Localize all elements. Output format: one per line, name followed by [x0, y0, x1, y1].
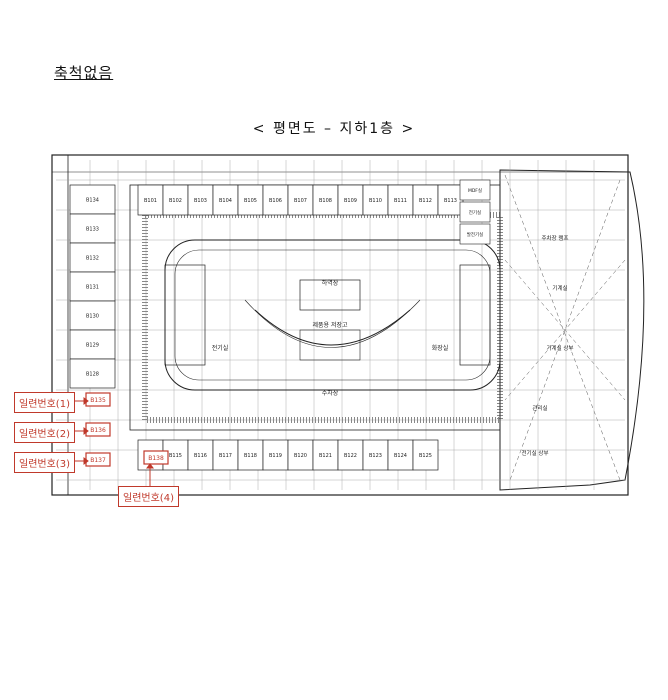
top-row-room — [187, 184, 214, 216]
inner-building — [164, 239, 501, 391]
bottom-row-room-label: B117 — [219, 453, 232, 459]
top-row-room — [337, 184, 364, 216]
central-arc — [254, 309, 411, 346]
right-area-label: 주차장 램프 — [541, 234, 568, 242]
top-row-room — [387, 184, 414, 216]
top-row-room — [362, 184, 389, 216]
bottom-row-room — [312, 439, 339, 471]
left-col-room — [69, 329, 116, 360]
bottom-row-room — [162, 439, 189, 471]
center-label: 화장실 — [432, 344, 449, 352]
top-row-room-label: B102 — [169, 198, 182, 204]
top-row-room-label: B104 — [219, 198, 232, 204]
bottom-row-room-label: B125 — [419, 453, 432, 459]
right-area-label: 기계실 상부 — [546, 344, 573, 352]
left-col-room-label: B134 — [86, 198, 99, 204]
center-label: 제품용 저장고 — [312, 321, 348, 329]
bottom-row-room — [362, 439, 389, 471]
bottom-row-room — [262, 439, 289, 471]
top-row-room — [312, 184, 339, 216]
center-label: 하역장 — [322, 279, 339, 287]
callout-unit-box — [143, 450, 169, 465]
right-area-label: 기계실 — [552, 284, 567, 292]
bottom-row-room-label: B124 — [394, 453, 407, 459]
left-col-room-label: B128 — [86, 372, 99, 378]
right-area-label: 전기실 상부 — [521, 449, 548, 457]
bottom-row-room-label: B121 — [319, 453, 332, 459]
top-row-room-label: B113 — [444, 198, 457, 204]
right-area-label: 관리실 — [532, 404, 547, 412]
plan-outer-frame — [51, 154, 629, 496]
bottom-row-room — [287, 439, 314, 471]
top-row-room — [237, 184, 264, 216]
callout-arrowhead — [146, 463, 154, 469]
center-label: 전기실 — [212, 344, 229, 352]
callout-1: 일련번호(1) — [14, 392, 75, 413]
top-row-room — [287, 184, 314, 216]
plan-right-wing — [499, 169, 645, 491]
bottom-row-room-label: B115 — [169, 453, 182, 459]
callout-unit-label: B138 — [148, 455, 164, 462]
right-room — [459, 179, 491, 201]
bottom-row-room-label: B118 — [244, 453, 257, 459]
center-label: 주차장 — [322, 389, 339, 397]
top-row-room-label: B108 — [319, 198, 332, 204]
callout-unit-label: B135 — [90, 397, 106, 404]
callout-3: 일련번호(3) — [14, 452, 75, 473]
right-room — [459, 223, 491, 245]
top-row-room — [162, 184, 189, 216]
top-row-room-label: B103 — [194, 198, 207, 204]
right-room-label: 발전기실 — [467, 231, 484, 238]
bottom-row-room-label: B119 — [269, 453, 282, 459]
top-row-room — [437, 184, 464, 216]
right-room — [459, 201, 491, 223]
right-room-label: 전기실 — [469, 209, 481, 216]
top-row-room-label: B109 — [344, 198, 357, 204]
plan-title: < 평면도 – 지하1층 > — [252, 121, 416, 137]
top-row-room-label: B112 — [419, 198, 432, 204]
right-room-label: MDF실 — [468, 187, 482, 194]
callout-unit-label: B136 — [90, 427, 106, 434]
left-col-room-label: B132 — [86, 256, 99, 262]
left-col-room-label: B130 — [86, 314, 99, 320]
left-col-room-label: B133 — [86, 227, 99, 233]
top-row-room-label: B101 — [144, 198, 157, 204]
bottom-row-room-label: B120 — [294, 453, 307, 459]
bottom-row-room — [237, 439, 264, 471]
top-row-room-label: B111 — [394, 198, 407, 204]
bottom-row-room — [412, 439, 439, 471]
bottom-row-room-label: B122 — [344, 453, 357, 459]
callout-arrowhead — [83, 457, 89, 465]
top-row-room-label: B107 — [294, 198, 307, 204]
callout-arrowhead — [83, 427, 89, 435]
callout-2: 일련번호(2) — [14, 422, 75, 443]
left-col-room — [69, 184, 116, 215]
left-col-room — [69, 271, 116, 302]
top-row-room-label: B105 — [244, 198, 257, 204]
left-col-room — [69, 358, 116, 389]
left-col-room-label: B129 — [86, 343, 99, 349]
top-row-room-label: B110 — [369, 198, 382, 204]
bottom-row-room-label: B116 — [194, 453, 207, 459]
callout-arrowhead — [83, 397, 89, 405]
callout-4: 일련번호(4) — [118, 486, 179, 507]
top-row-room-label: B106 — [269, 198, 282, 204]
callout-unit-label: B137 — [90, 457, 106, 464]
scale-note: 축척없음 — [54, 64, 114, 82]
left-col-room — [69, 300, 116, 331]
bottom-row-room — [187, 439, 214, 471]
bottom-row-room-label: B123 — [369, 453, 382, 459]
bottom-row-room — [212, 439, 239, 471]
top-row-room — [137, 184, 164, 216]
left-col-room-label: B131 — [86, 285, 99, 291]
